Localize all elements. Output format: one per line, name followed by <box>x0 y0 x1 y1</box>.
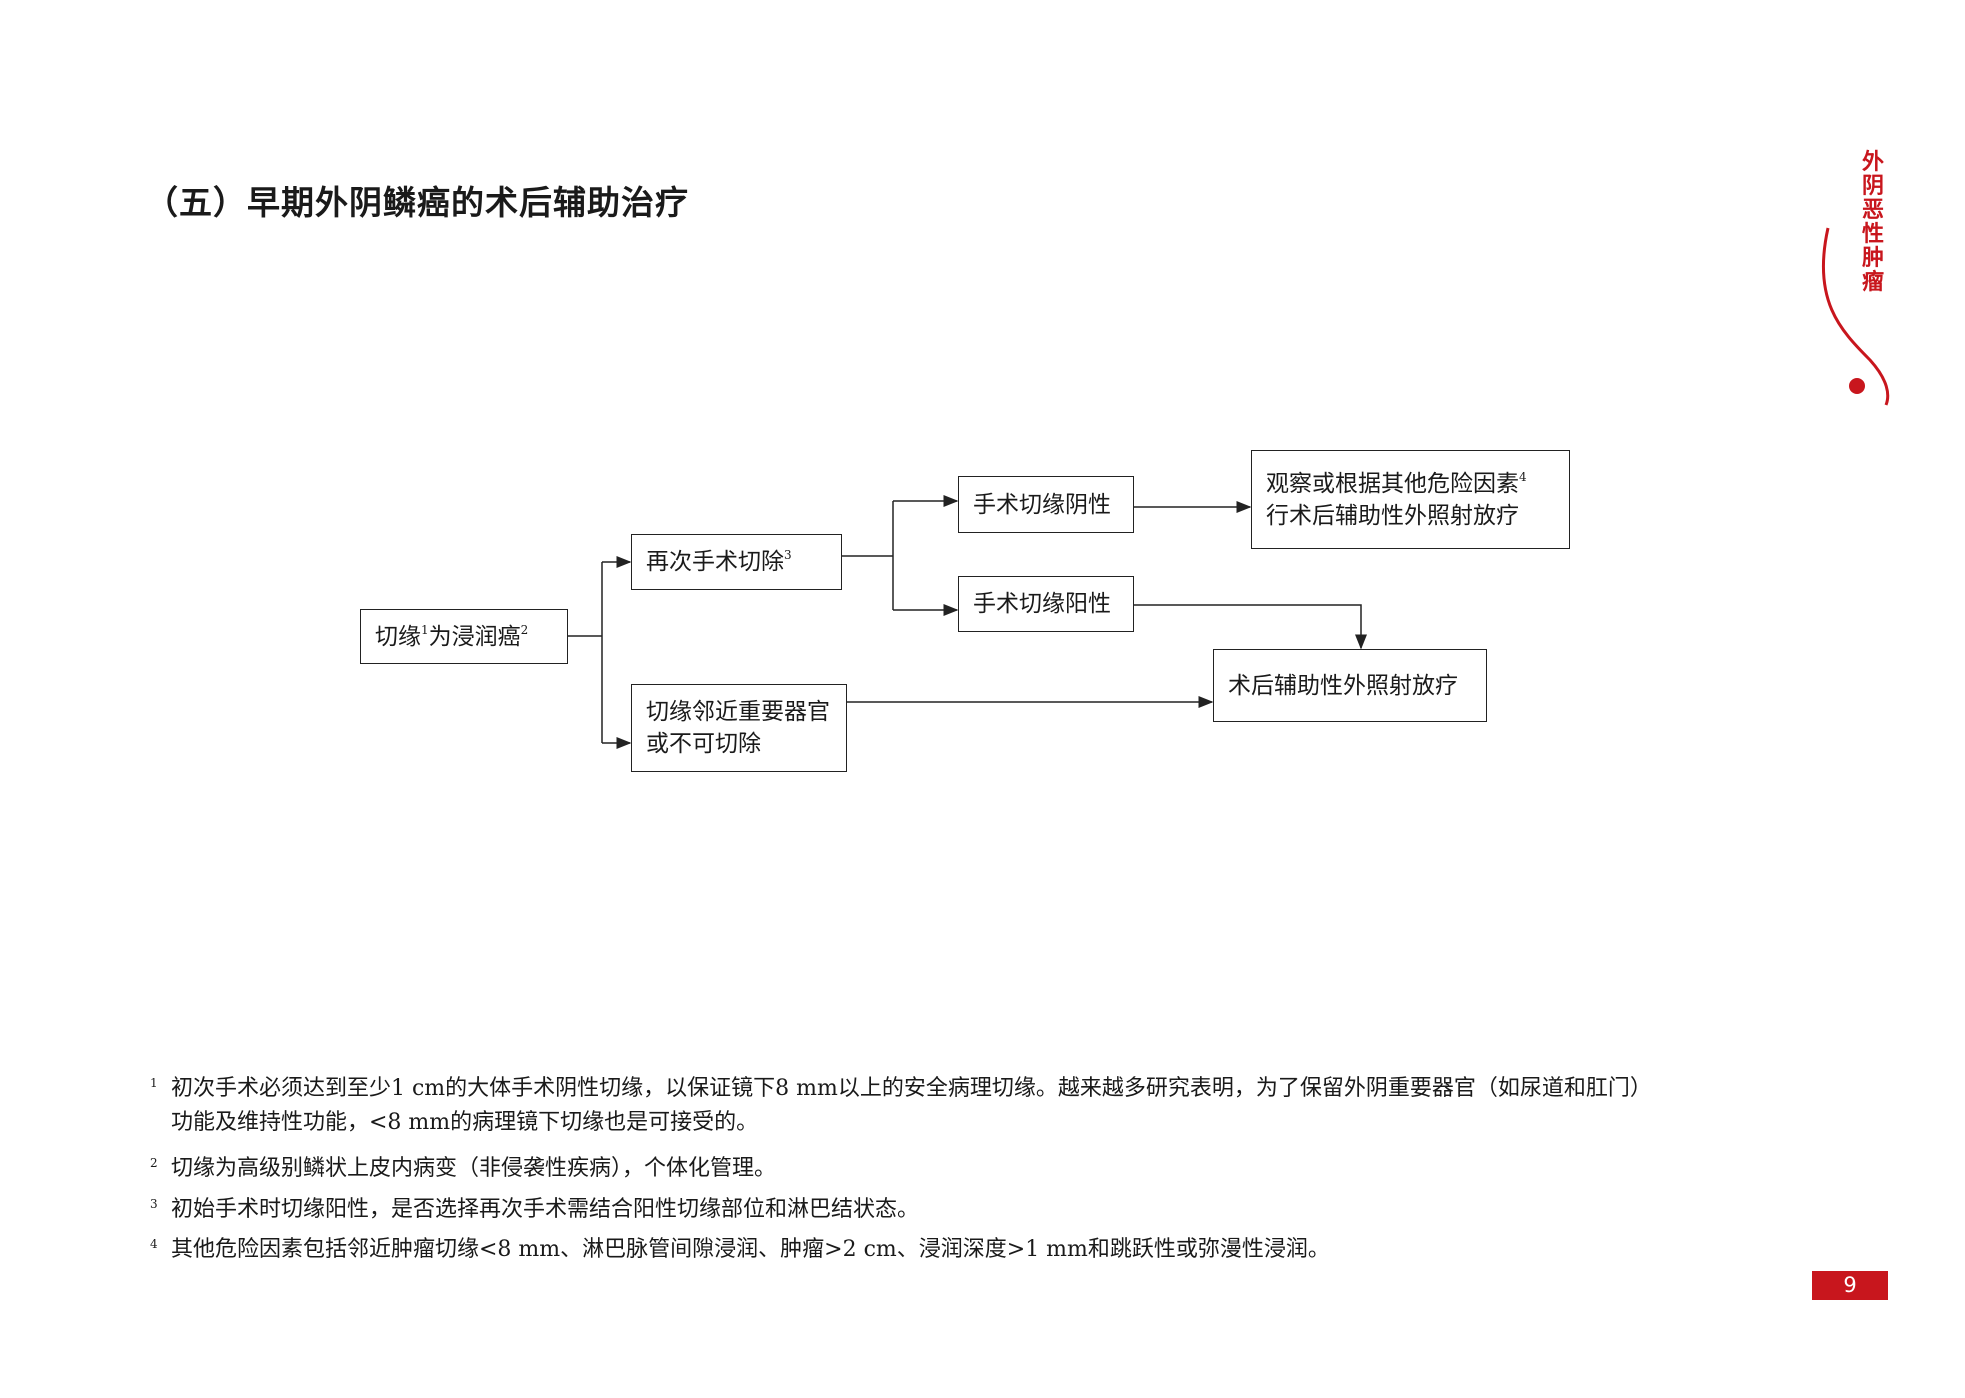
footnote-number: 3 <box>150 1197 158 1211</box>
footnote-text: 切缘为高级别鳞状上皮内病变（非侵袭性疾病），个体化管理。 <box>171 1156 777 1181</box>
footnote-number: 1 <box>150 1076 158 1090</box>
box-re-excision: 再次手术切除3 <box>631 534 842 590</box>
box-text: 手术切缘阴性 <box>973 491 1111 518</box>
section-title: （五）早期外阴鳞癌的术后辅助治疗 <box>145 183 689 222</box>
box-text: 行术后辅助性外照射放疗 <box>1266 502 1519 529</box>
footnote-ref: 2 <box>520 622 529 637</box>
box-near-organ: 切缘邻近重要器官 或不可切除 <box>631 684 847 772</box>
box-text: 或不可切除 <box>646 731 761 757</box>
footnote-ref: 4 <box>1519 469 1527 484</box>
box-text: 为浸润癌 <box>428 623 521 650</box>
footnote-3: 3 初始手术时切缘阳性，是否选择再次手术需结合阳性切缘部位和淋巴结状态。 <box>150 1189 919 1225</box>
footnote-text: 初次手术必须达到至少1 cm的大体手术阴性切缘，以保证镜下8 mm以上的安全病理… <box>171 1076 1652 1101</box>
box-text: 切缘 <box>375 623 421 650</box>
box-margin-positive: 手术切缘阳性 <box>958 576 1134 632</box>
footnote-ref: 1 <box>421 622 429 637</box>
box-text: 观察或根据其他危险因素 <box>1266 470 1519 497</box>
box-text: 再次手术切除 <box>646 549 784 575</box>
footnote-text: 其他危险因素包括邻近肿瘤切缘<8 mm、淋巴脉管间隙浸润、肿瘤>2 cm、浸润深… <box>171 1237 1330 1262</box>
box-text: 切缘邻近重要器官 <box>646 699 830 725</box>
footnote-4: 4 其他危险因素包括邻近肿瘤切缘<8 mm、淋巴脉管间隙浸润、肿瘤>2 cm、浸润… <box>150 1229 1330 1265</box>
footnote-number: 4 <box>150 1237 158 1251</box>
swoosh-icon <box>1821 227 1890 406</box>
footnote-2: 2 切缘为高级别鳞状上皮内病变（非侵袭性疾病），个体化管理。 <box>150 1148 776 1184</box>
box-text: 术后辅助性外照射放疗 <box>1228 672 1458 699</box>
box-margin-negative: 手术切缘阴性 <box>958 476 1134 533</box>
footnote-ref: 3 <box>784 548 792 562</box>
box-observe: 观察或根据其他危险因素4 行术后辅助性外照射放疗 <box>1251 450 1570 549</box>
footnote-1: 1 初次手术必须达到至少1 cm的大体手术阴性切缘，以保证镜下8 mm以上的安全病… <box>150 1068 1652 1104</box>
box-invasive-margin: 切缘1为浸润癌2 <box>360 609 568 664</box>
footnote-text: 初始手术时切缘阳性，是否选择再次手术需结合阳性切缘部位和淋巴结状态。 <box>171 1197 920 1222</box>
page-number: 9 <box>1812 1271 1888 1300</box>
box-text: 手术切缘阳性 <box>973 591 1111 617</box>
box-adjuvant-rt: 术后辅助性外照射放疗 <box>1213 649 1487 722</box>
footnote-number: 2 <box>150 1156 158 1170</box>
footnote-1-cont: 功能及维持性功能，<8 mm的病理镜下切缘也是可接受的。 <box>171 1110 759 1135</box>
side-label: 外阴恶性肿瘤 <box>1861 149 1884 295</box>
